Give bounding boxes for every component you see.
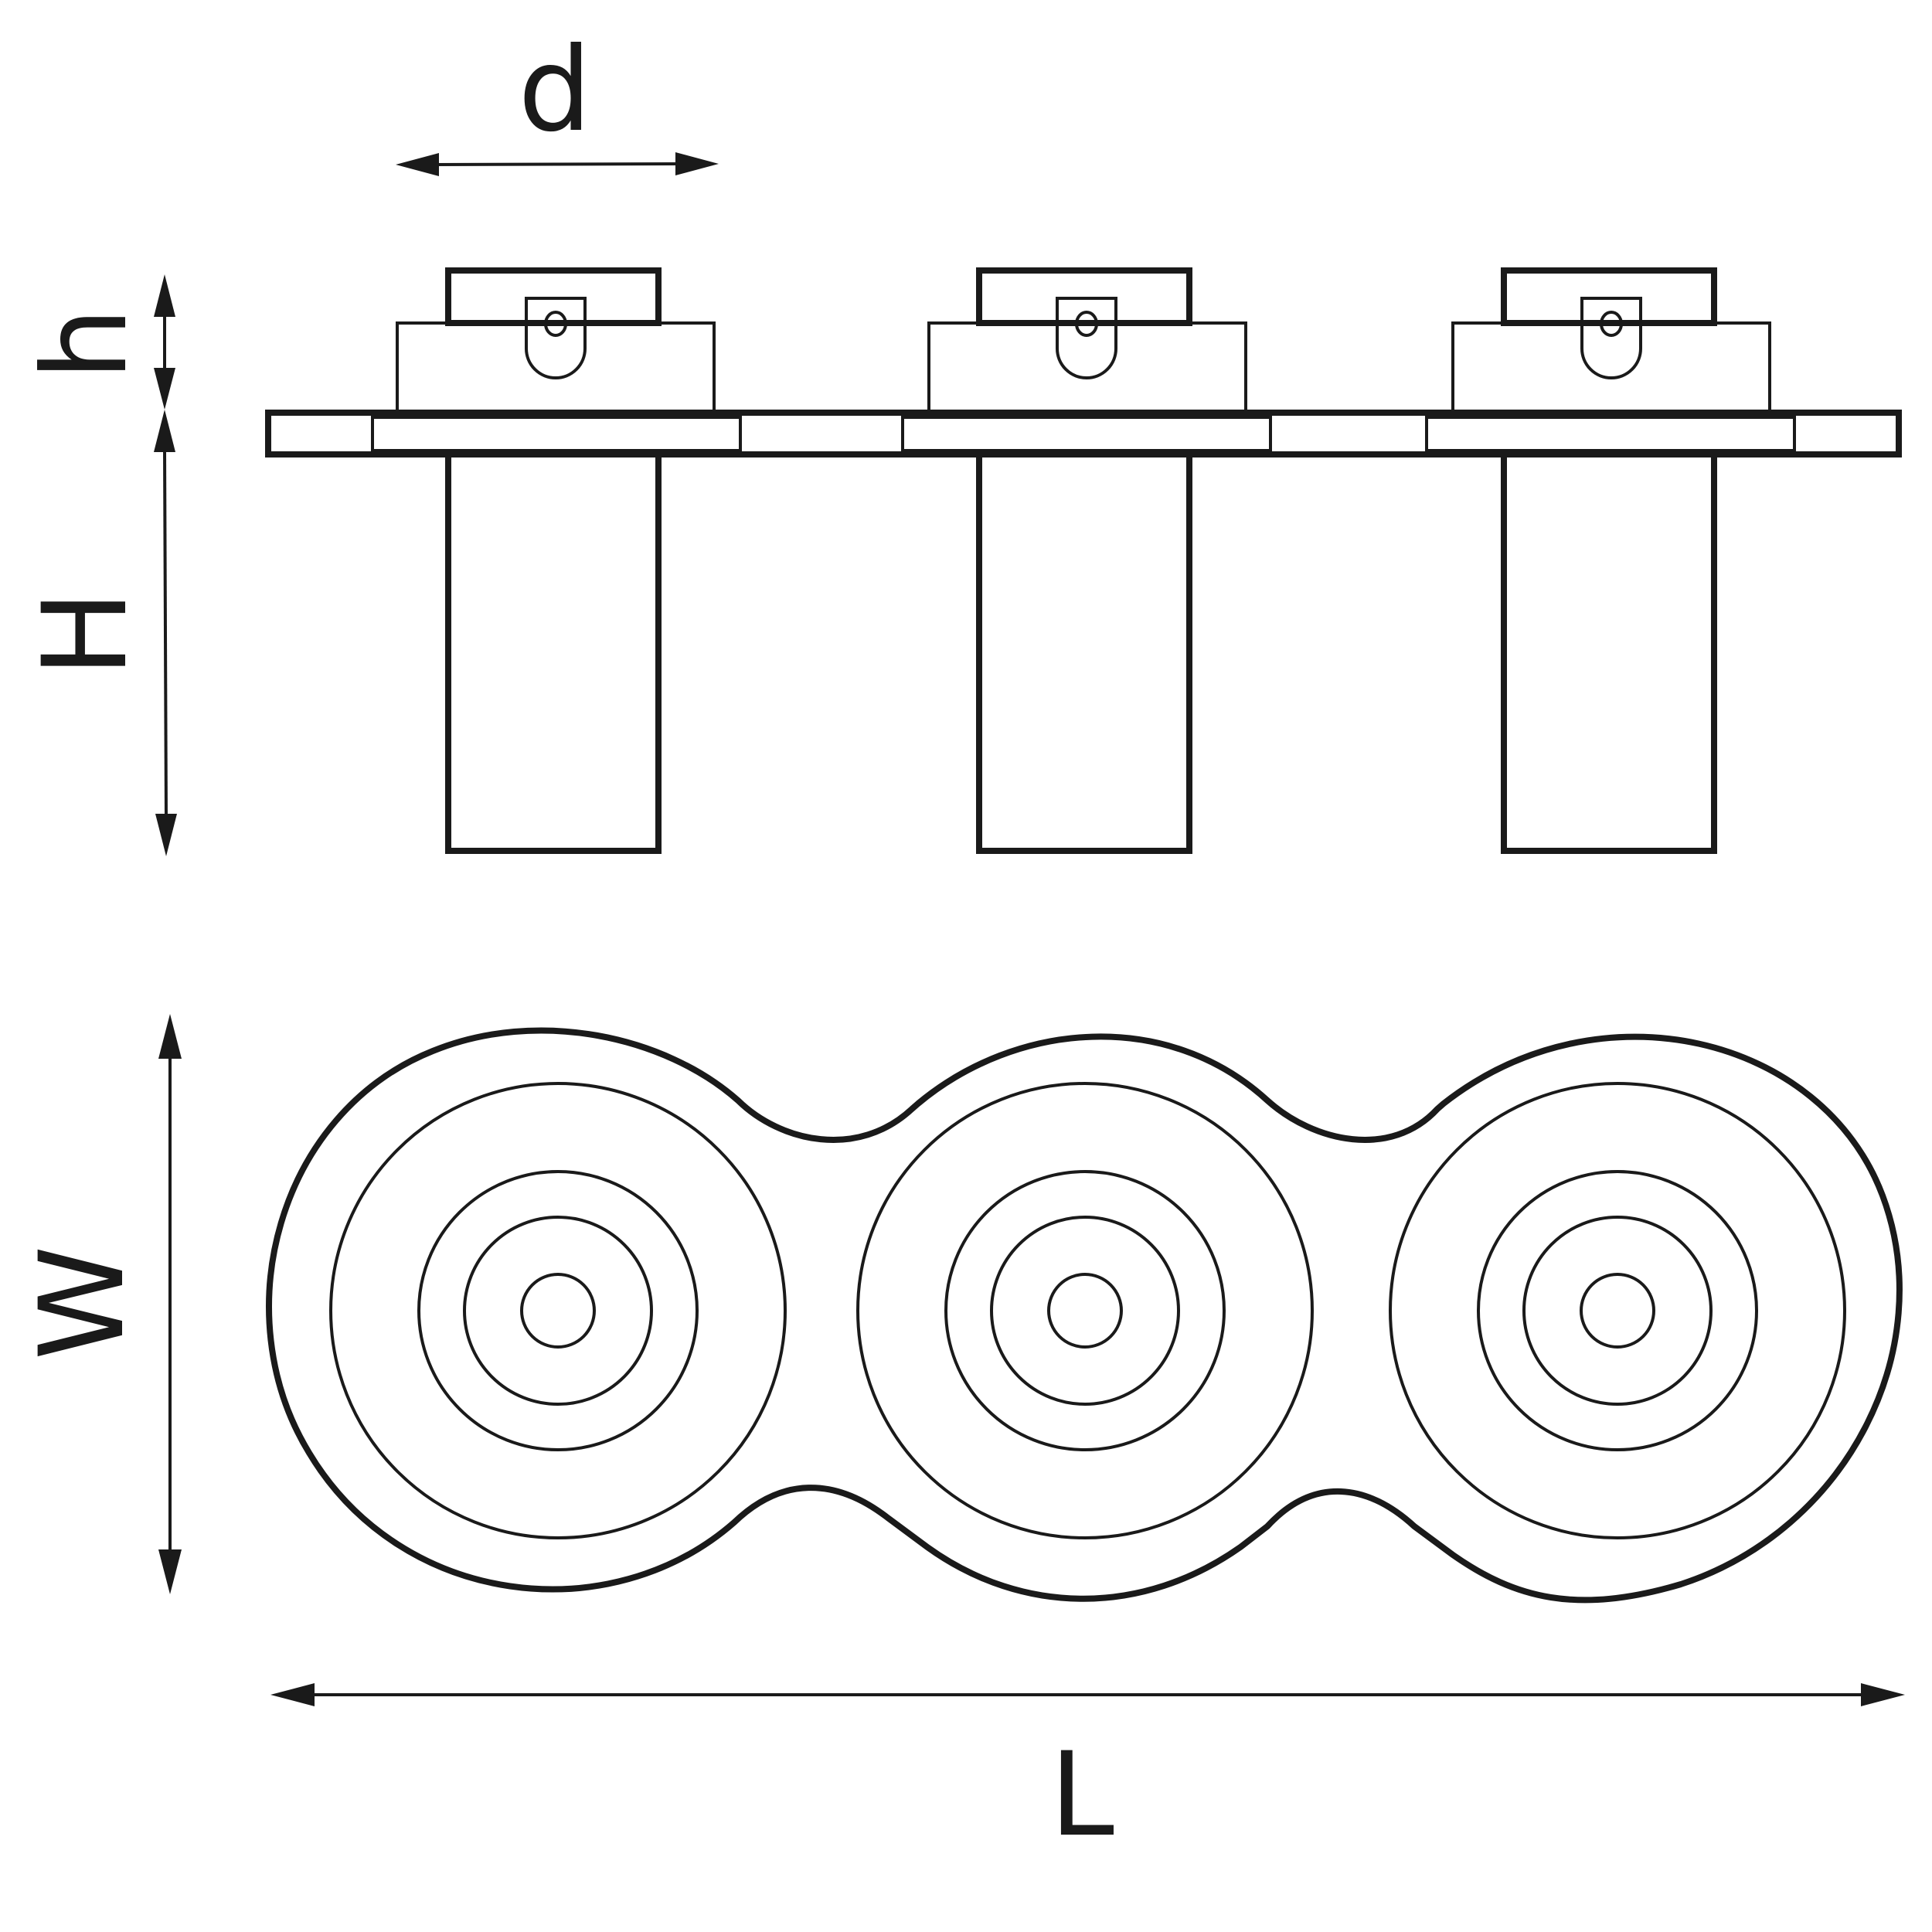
- dimension-d-arrow-right: [675, 152, 719, 175]
- dimension-H-line: [163, 449, 168, 818]
- spotlight-3-bracket: [1580, 297, 1642, 379]
- frame-outer: [265, 410, 1902, 457]
- mounting-frame: [265, 410, 1902, 457]
- lamp-3-center: [1580, 1273, 1655, 1349]
- dimension-h-arrow-top: [154, 274, 175, 317]
- spotlight-side-3: [1451, 267, 1771, 854]
- spotlight-2-housing: [927, 321, 1247, 414]
- dimension-L-label: L: [1049, 1728, 1114, 1862]
- dimension-h-arrow-bottom: [154, 368, 175, 410]
- spotlight-2-body: [976, 457, 1192, 854]
- dimension-L: L: [270, 1683, 1905, 1862]
- dimension-H: H: [19, 410, 177, 856]
- dimension-H-label: H: [19, 590, 153, 678]
- lamp-3-reflector: [1477, 1170, 1758, 1451]
- side-view: d h H: [19, 23, 1902, 856]
- spotlight-2-screw: [1075, 311, 1098, 337]
- lamp-3-trim: [1389, 1082, 1846, 1539]
- dimension-h: h: [19, 274, 175, 410]
- frame-segment-3: [1425, 416, 1796, 452]
- spotlight-1-housing: [396, 321, 716, 414]
- dimension-H-arrow-top: [154, 410, 175, 452]
- spotlight-1-body: [445, 457, 662, 854]
- spotlight-1-screw: [544, 311, 567, 337]
- dimension-W-label: W: [15, 1246, 150, 1360]
- frame-segment-1: [371, 416, 742, 452]
- dimension-L-arrow-right: [1861, 1683, 1905, 1706]
- dimension-W: W: [15, 1014, 182, 1594]
- spotlight-side-1: [396, 267, 716, 854]
- housing-outline: [266, 1027, 1903, 1604]
- spotlight-3-housing: [1451, 321, 1771, 414]
- dimension-L-arrow-left: [270, 1683, 315, 1706]
- spotlight-2-bracket: [1056, 297, 1117, 379]
- dimension-d-line: [432, 162, 681, 166]
- dimension-d-arrow-left: [396, 153, 439, 176]
- lamp-1-trim: [329, 1082, 787, 1539]
- lamp-top-3: [1389, 1082, 1846, 1539]
- dimension-d: d: [396, 23, 719, 176]
- lamp-top-1: [329, 1082, 787, 1539]
- lamp-2-center: [1047, 1273, 1123, 1349]
- spotlight-side-2: [927, 267, 1247, 854]
- lamp-1-reflector: [417, 1170, 699, 1451]
- spotlight-1-bracket: [525, 297, 587, 379]
- dimension-h-label: h: [19, 307, 153, 380]
- spotlight-3-screw: [1600, 311, 1623, 337]
- lamp-1-lens: [463, 1216, 653, 1406]
- dimension-d-label: d: [518, 23, 591, 158]
- lamp-2-reflector: [944, 1170, 1226, 1451]
- spotlight-3-body: [1501, 457, 1717, 854]
- frame-segment-2: [901, 416, 1272, 452]
- dimension-W-arrow-bottom: [158, 1549, 182, 1594]
- lamp-2-trim: [856, 1082, 1314, 1539]
- lamp-top-2: [856, 1082, 1314, 1539]
- top-view: W L: [15, 1014, 1905, 1862]
- lamp-2-lens: [990, 1216, 1180, 1406]
- lamp-1-center: [520, 1273, 596, 1349]
- dimension-W-arrow-top: [158, 1014, 182, 1059]
- lamp-3-lens: [1522, 1216, 1713, 1406]
- dimension-H-arrow-bottom: [155, 814, 177, 856]
